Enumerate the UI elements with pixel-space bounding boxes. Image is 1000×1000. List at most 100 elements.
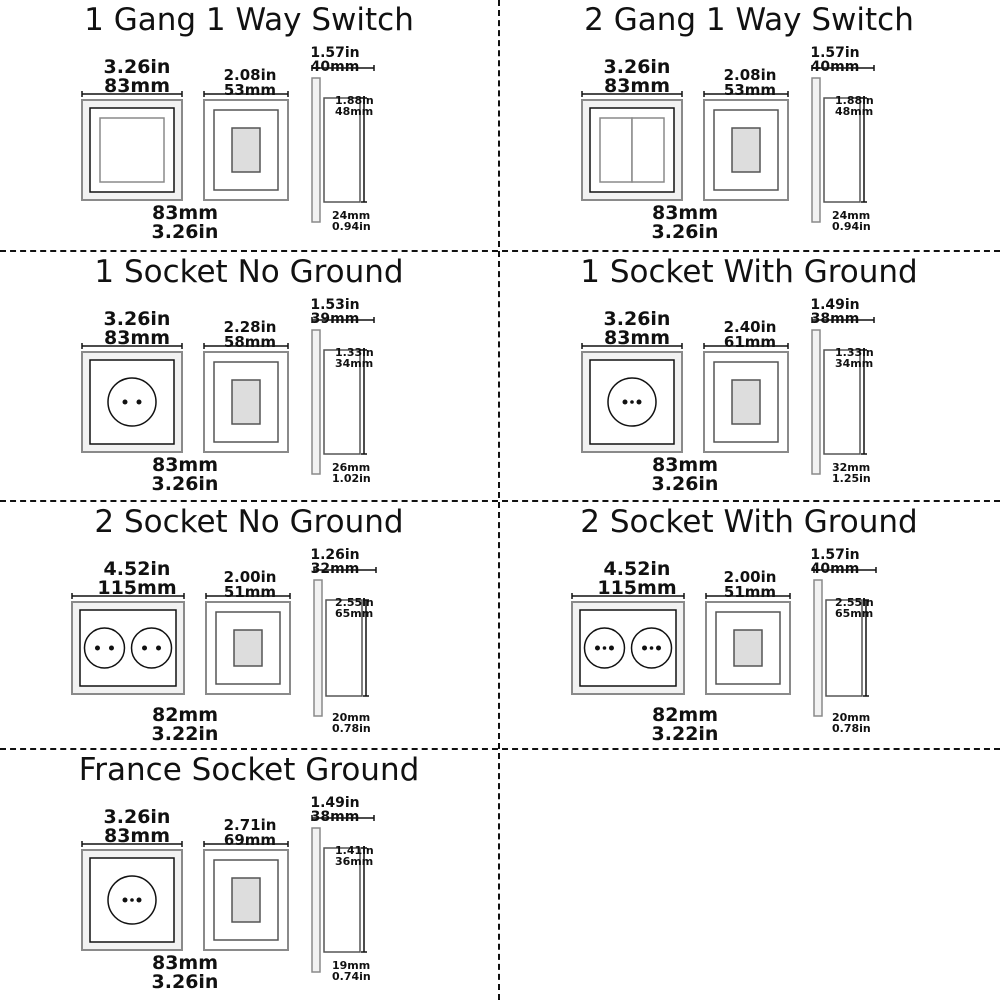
ground-pin	[630, 400, 634, 404]
panel-title: 2 Socket With Ground	[580, 504, 918, 540]
socket-drawing	[581, 317, 875, 475]
panel-title: 2 Gang 1 Way Switch	[584, 2, 914, 38]
terminal-block	[233, 629, 263, 667]
socket-pin-hole	[142, 645, 148, 651]
socket-pin-hole	[656, 645, 662, 651]
side-plate	[311, 827, 321, 973]
side-mechanism	[323, 97, 361, 203]
socket-pin-hole	[94, 645, 100, 651]
panel-title: 2 Socket No Ground	[94, 504, 404, 540]
panel-title: 1 Socket No Ground	[94, 254, 404, 290]
side-mechanism	[823, 349, 861, 455]
ground-pin	[649, 646, 654, 650]
socket-pin-hole	[622, 399, 628, 405]
socket-pin-hole	[636, 399, 642, 405]
socket-drawing	[571, 567, 877, 717]
socket-pin-hole	[122, 897, 128, 903]
terminal-block	[731, 379, 761, 425]
panel-title: 1 Gang 1 Way Switch	[84, 2, 414, 38]
side-mechanism	[325, 599, 363, 697]
terminal-block	[231, 379, 261, 425]
socket-drawing	[81, 815, 375, 973]
socket-pin-hole	[608, 645, 614, 651]
socket-pin-hole	[108, 645, 114, 651]
socket-drawing	[81, 317, 375, 475]
side-plate	[311, 329, 321, 475]
rocker-key-left	[599, 117, 633, 183]
socket-outlet	[107, 377, 157, 427]
side-plate	[313, 579, 323, 717]
terminal-block	[231, 877, 261, 923]
socket-outlet	[83, 627, 126, 669]
side-plate	[811, 329, 821, 475]
terminal-block	[731, 127, 761, 173]
rocker-key	[99, 117, 165, 183]
horizontal-divider-2	[0, 500, 1000, 502]
ground-pin	[602, 646, 607, 650]
socket-pin-hole	[136, 897, 142, 903]
socket-pin-hole	[156, 645, 162, 651]
terminal-block	[231, 127, 261, 173]
socket-pin-hole	[594, 645, 600, 651]
side-mechanism	[823, 97, 861, 203]
panel-title: 1 Socket With Ground	[580, 254, 918, 290]
side-mechanism	[825, 599, 863, 697]
socket-pin-hole	[136, 399, 142, 405]
socket-pin-hole	[122, 399, 128, 405]
side-plate	[311, 77, 321, 223]
switch-drawing	[581, 65, 875, 223]
socket-drawing	[71, 567, 377, 717]
rocker-key-right	[631, 117, 665, 183]
terminal-block	[733, 629, 763, 667]
side-plate	[811, 77, 821, 223]
side-mechanism	[323, 847, 361, 953]
horizontal-divider-1	[0, 250, 1000, 252]
ground-pin	[130, 898, 134, 902]
